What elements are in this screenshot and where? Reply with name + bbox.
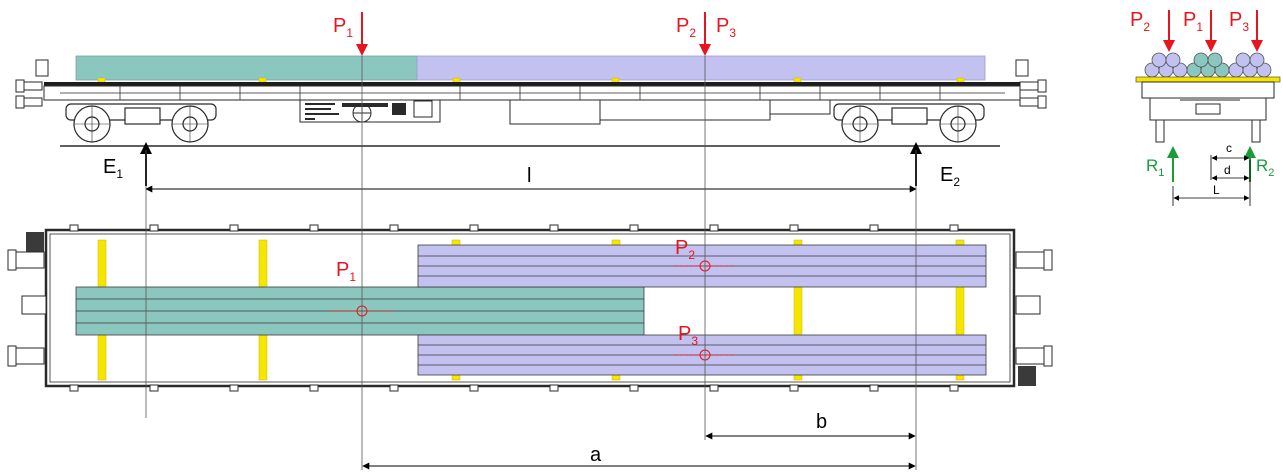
left-buffer bbox=[15, 59, 49, 109]
label-r1: R1 bbox=[1146, 156, 1164, 179]
purple-load-side bbox=[416, 55, 986, 81]
label-c: c bbox=[1226, 141, 1232, 155]
label-p3-plan: P3 bbox=[678, 323, 698, 348]
label-p2-end: P2 bbox=[1130, 9, 1150, 34]
wagon-markings bbox=[305, 100, 433, 120]
load-arrow-p1 bbox=[356, 12, 368, 56]
label-p2-plan: P2 bbox=[675, 237, 695, 262]
end-load-arrow-p2 bbox=[1163, 10, 1175, 52]
right-bogie bbox=[833, 103, 985, 143]
end-view-deck bbox=[1135, 76, 1281, 83]
frame-details bbox=[60, 86, 1005, 100]
label-b: b bbox=[816, 411, 827, 433]
label-p2-side: P2 bbox=[676, 15, 696, 40]
label-p1-end: P1 bbox=[1183, 9, 1203, 34]
corner-block-tl bbox=[26, 232, 44, 252]
label-e2: E2 bbox=[940, 164, 960, 189]
left-bogie bbox=[65, 103, 217, 143]
reference-lines bbox=[145, 56, 917, 470]
teal-load-side bbox=[75, 55, 418, 81]
corner-block-br bbox=[1018, 366, 1036, 386]
end-load-arrow-p1 bbox=[1205, 10, 1217, 52]
end-dim-ticks bbox=[1172, 155, 1251, 206]
end-view-loads bbox=[1144, 52, 1272, 78]
label-d: d bbox=[1224, 163, 1231, 177]
label-p3-end: P3 bbox=[1229, 9, 1249, 34]
end-view-wagon bbox=[1141, 81, 1275, 143]
end-load-arrow-p3 bbox=[1251, 10, 1263, 52]
label-p3-side: P3 bbox=[716, 15, 736, 40]
label-r2: R2 bbox=[1256, 156, 1274, 179]
plan-view: P1 P2 P3 bbox=[7, 224, 1053, 392]
right-buffer bbox=[1015, 59, 1047, 109]
stake-pockets bbox=[69, 224, 959, 392]
label-L: L bbox=[1213, 183, 1220, 197]
label-a: a bbox=[590, 444, 602, 466]
side-view: P1 P2 P3 E1 E2 l bbox=[15, 12, 1047, 193]
label-p1-side: P1 bbox=[333, 15, 353, 40]
label-p1-plan: P1 bbox=[336, 259, 356, 284]
label-e1: E1 bbox=[103, 156, 123, 181]
supports-side bbox=[97, 77, 965, 85]
end-view: P2 P1 P3 R1 R2 c d L bbox=[1130, 9, 1281, 206]
wagon-deck bbox=[44, 82, 1020, 86]
load-arrow-p2p3 bbox=[699, 12, 711, 56]
label-l: l bbox=[527, 165, 531, 187]
end-reaction-arrow-r1 bbox=[1167, 146, 1179, 182]
buffers-plan bbox=[7, 249, 1053, 367]
underframe-equipment bbox=[299, 99, 831, 125]
